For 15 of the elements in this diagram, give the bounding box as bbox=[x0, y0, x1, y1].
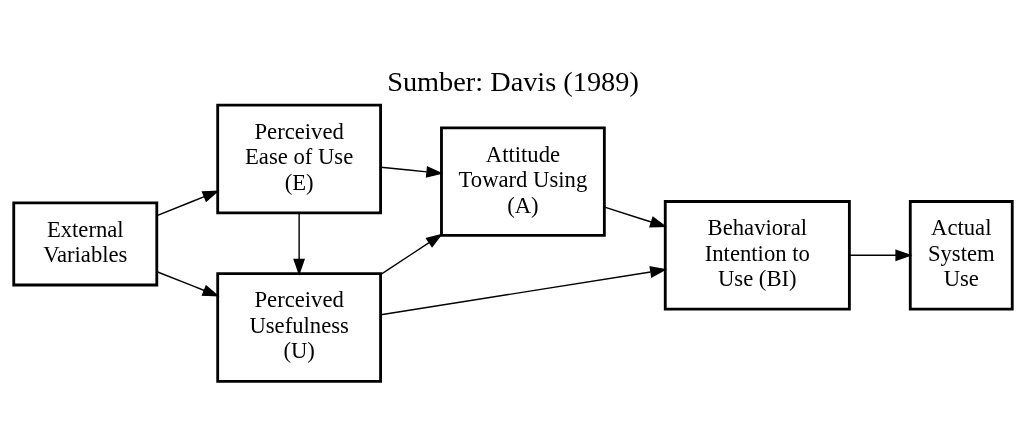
arrow bbox=[156, 189, 220, 216]
node-box: Behavioral Intention to Use (BI) bbox=[663, 199, 851, 310]
diagram-title: Sumber: Davis (1989) bbox=[387, 65, 639, 97]
arrow bbox=[380, 165, 444, 178]
arrow bbox=[380, 233, 443, 275]
arrow bbox=[849, 248, 913, 261]
arrow bbox=[156, 270, 220, 297]
arrow bbox=[293, 211, 306, 276]
arrow bbox=[603, 206, 668, 228]
node-box: Perceived Usefulness (U) bbox=[216, 271, 382, 383]
node-box: Actual System Use bbox=[908, 199, 1014, 310]
arrow bbox=[380, 265, 668, 315]
node-box: External Variables bbox=[12, 200, 159, 286]
node-box: Perceived Ease of Use (E) bbox=[216, 103, 382, 214]
node-box: Attitude Toward Using (A) bbox=[440, 125, 606, 237]
